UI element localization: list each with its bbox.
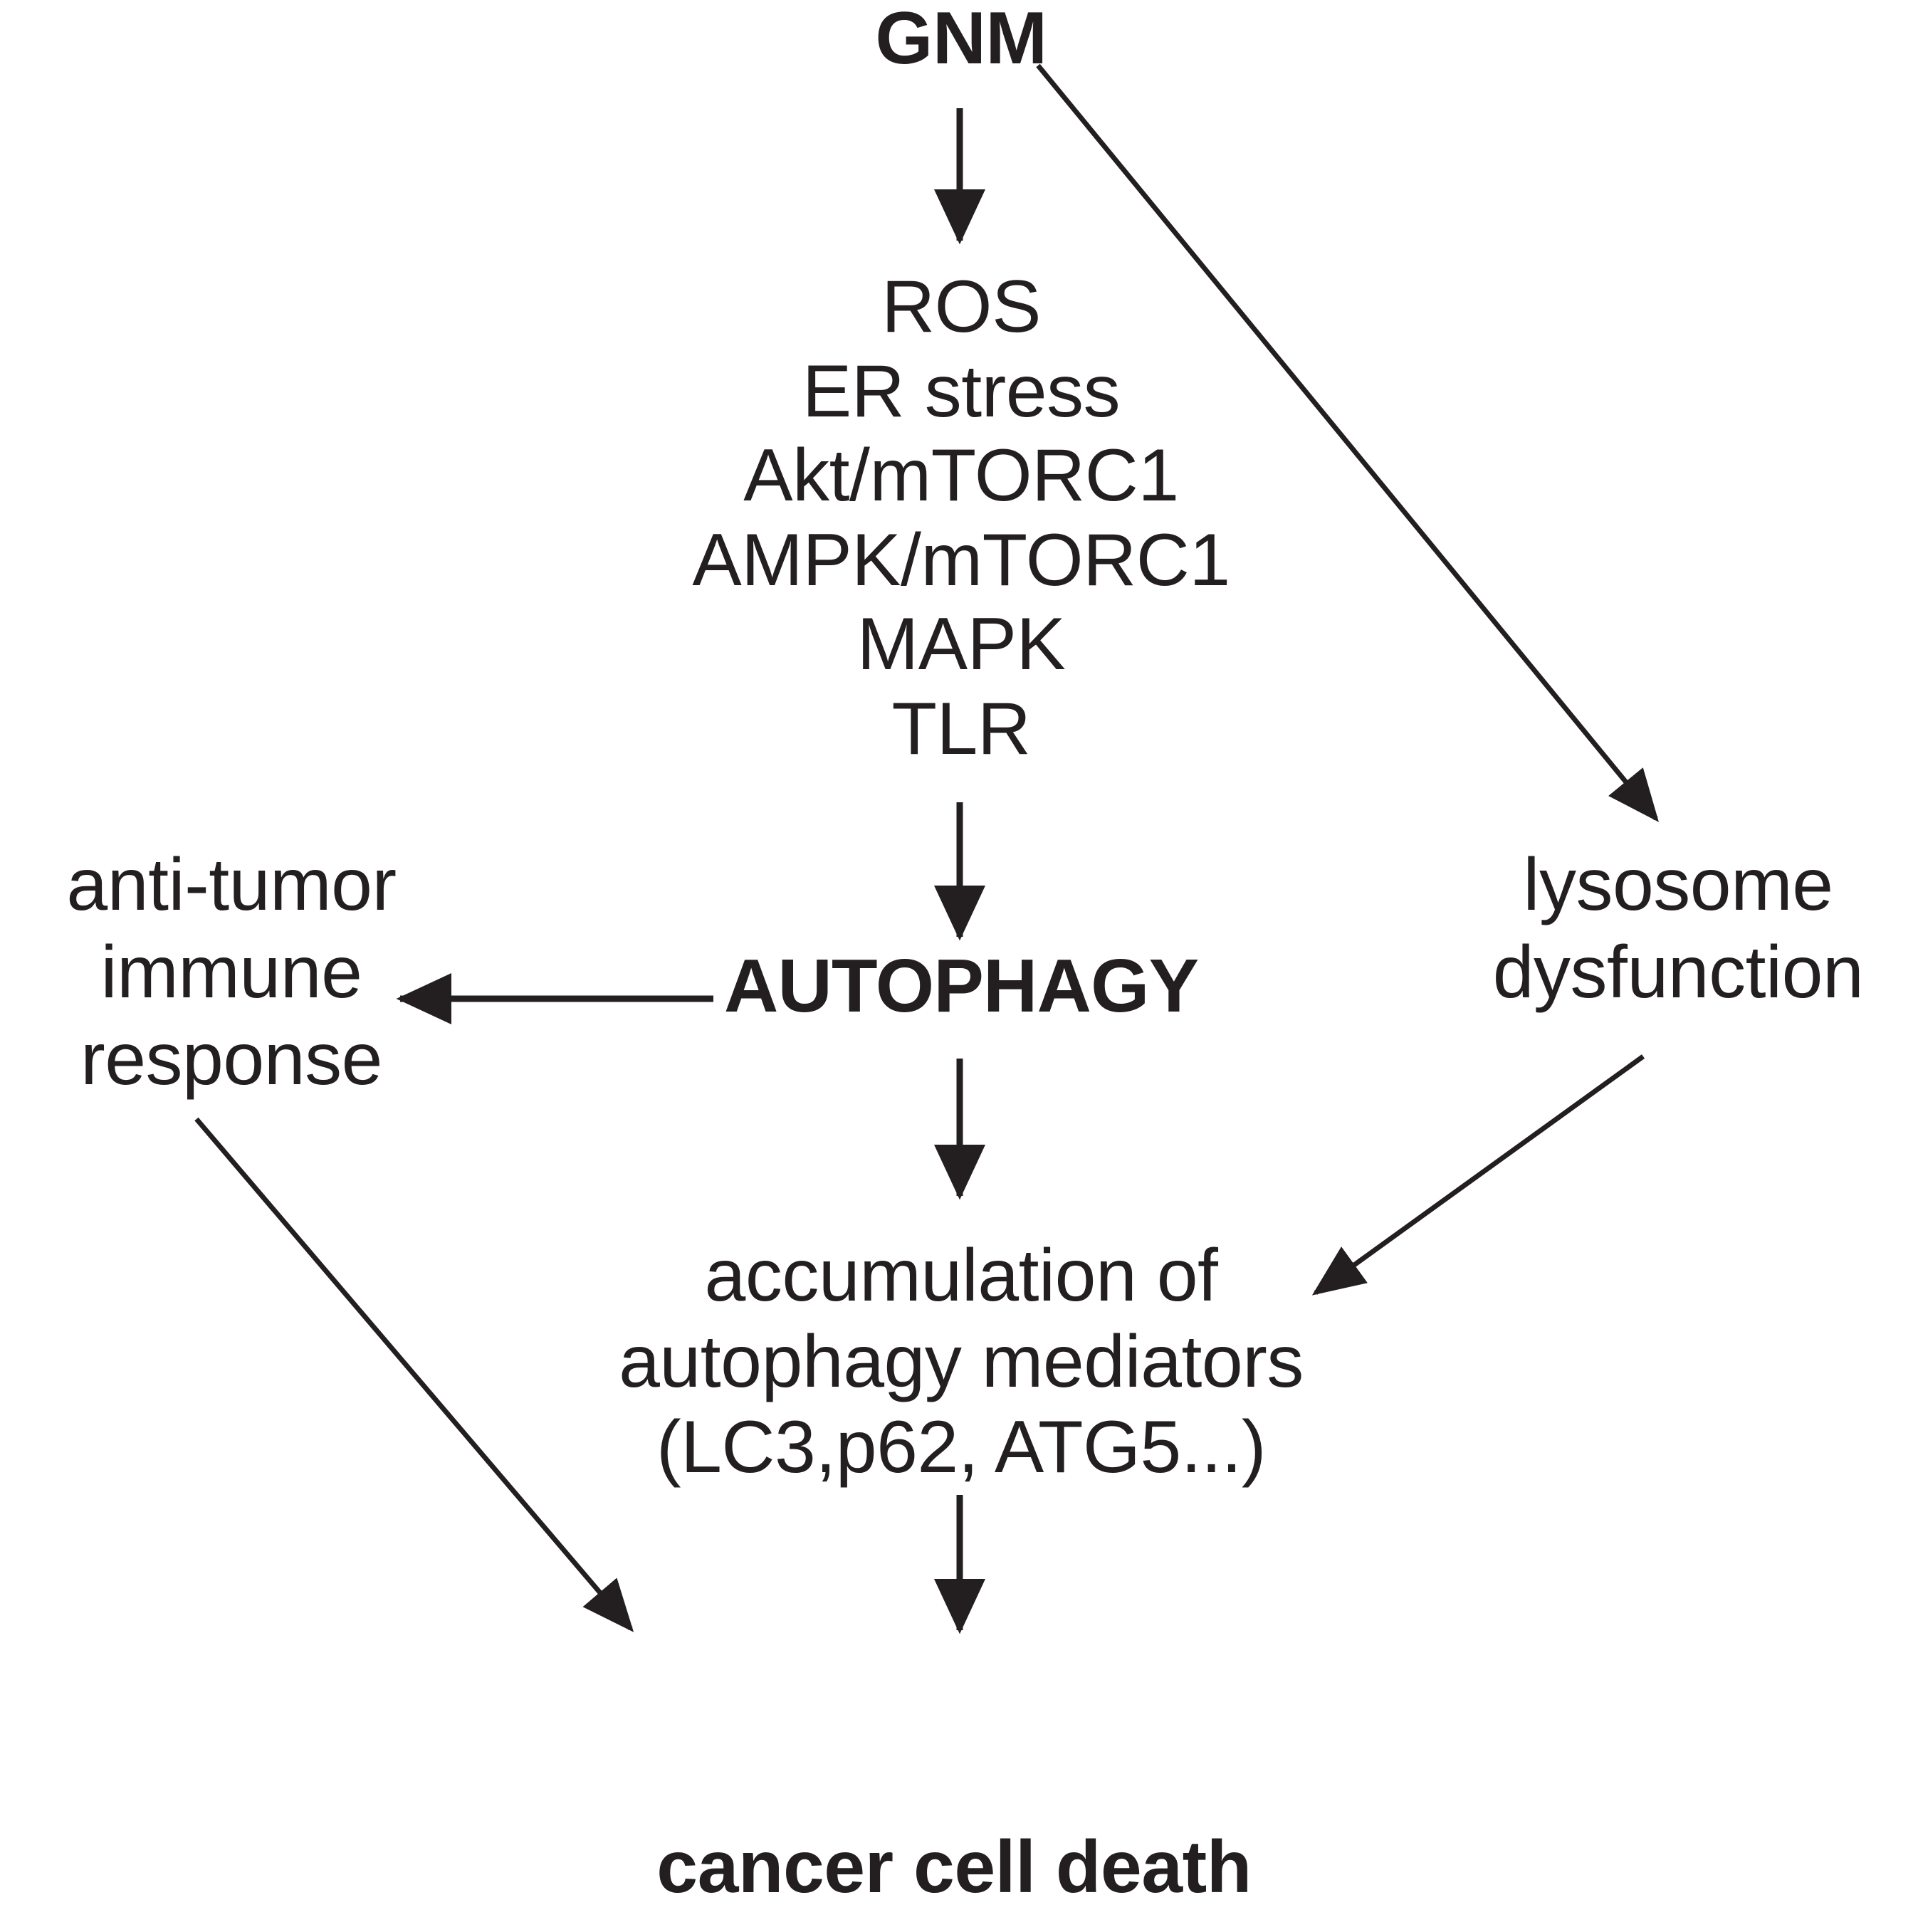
- cancer-cell-death-heading: cancer cell death: [656, 1826, 1252, 1909]
- node-gnm: GNM: [875, 0, 1047, 80]
- node-autophagy: AUTOPHAGY: [723, 944, 1199, 1028]
- node-anti-tumor-immune-response: anti-tumor immune response: [66, 844, 397, 1101]
- node-accumulation-of-autophagy-mediators: accumulation of autophagy mediators (LC3…: [619, 1234, 1304, 1489]
- node-pathway-list: ROS ER stress Akt/mTORC1 AMPK/mTORC1 MAP…: [692, 266, 1230, 770]
- node-cancer-cell-death: cancer cell death (apoptosis, necrosis, …: [541, 1653, 1367, 1932]
- arrow-lysosome-to-accumulation: [1311, 1054, 1645, 1296]
- node-lysosome-dysfunction: lysosome dysfunction: [1492, 844, 1864, 1014]
